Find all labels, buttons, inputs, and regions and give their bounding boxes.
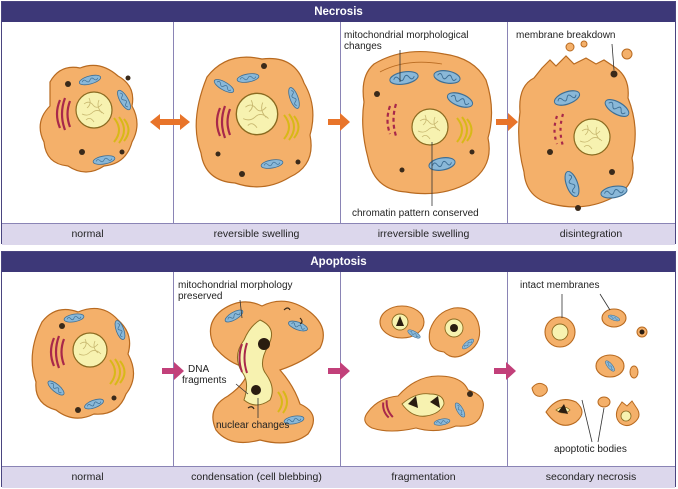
label-line: DNA <box>188 364 210 375</box>
caption-irreversible-swelling: irreversible swelling <box>377 228 470 240</box>
caption-condensation: condensation (cell blebbing) <box>191 471 322 483</box>
necrosis-swelling-cell <box>195 56 314 188</box>
apoptosis-normal-cell <box>31 307 135 419</box>
caption-reversible-swelling: reversible swelling <box>213 228 300 240</box>
necrosis-normal-cell <box>39 64 138 173</box>
divider <box>507 22 508 244</box>
arrow-right <box>496 113 518 131</box>
apoptosis-secondary-necrosis <box>531 293 648 443</box>
nuclear-changes-label: nuclear changes <box>216 420 290 431</box>
apoptosis-panel: Apoptosis <box>1 251 676 488</box>
necrosis-disintegration-cell <box>518 40 636 211</box>
caption-secondary-necrosis: secondary necrosis <box>545 471 637 483</box>
intact-membranes-label: intact membranes <box>520 280 600 291</box>
apoptosis-illustration <box>31 293 648 444</box>
label-line: mitochondrial morphological <box>344 30 469 41</box>
dna-fragments-label: DNA fragments <box>182 364 226 386</box>
necrosis-illustration <box>39 40 636 211</box>
necrosis-caption-bar: normal reversible swelling irreversible … <box>2 223 675 245</box>
caption-disintegration: disintegration <box>559 228 623 240</box>
caption-normal: normal <box>71 471 104 483</box>
membrane-label: membrane breakdown <box>516 30 616 41</box>
arrow-right <box>494 362 516 380</box>
arrow-double <box>150 114 190 130</box>
divider <box>340 22 341 244</box>
necrosis-title: Necrosis <box>2 2 675 22</box>
label-line: preserved <box>178 291 223 302</box>
label-line: mitochondrial morphology <box>178 280 293 291</box>
caption-normal: normal <box>71 228 104 240</box>
apoptosis-title: Apoptosis <box>2 252 675 272</box>
arrow-right <box>162 362 184 380</box>
divider <box>173 272 174 487</box>
apoptosis-fragmentation <box>364 305 484 432</box>
necrosis-irreversible-cell <box>362 50 493 206</box>
mito-preserved-label: mitochondrial morphology preserved <box>178 280 293 302</box>
divider <box>507 272 508 487</box>
arrow-right <box>328 362 350 380</box>
apoptosis-caption-bar: normal condensation (cell blebbing) frag… <box>2 466 675 488</box>
divider <box>173 22 174 244</box>
apoptosis-condensation-cell <box>209 299 324 444</box>
arrow-right <box>328 113 350 131</box>
apoptotic-bodies-label: apoptotic bodies <box>554 444 627 455</box>
chromatin-label: chromatin pattern conserved <box>352 208 479 219</box>
caption-fragmentation: fragmentation <box>391 471 456 483</box>
mito-changes-label: mitochondrial morphological changes <box>344 30 469 52</box>
label-line: fragments <box>182 375 227 386</box>
label-line: changes <box>344 41 382 52</box>
necrosis-panel: Necrosis <box>1 1 676 245</box>
